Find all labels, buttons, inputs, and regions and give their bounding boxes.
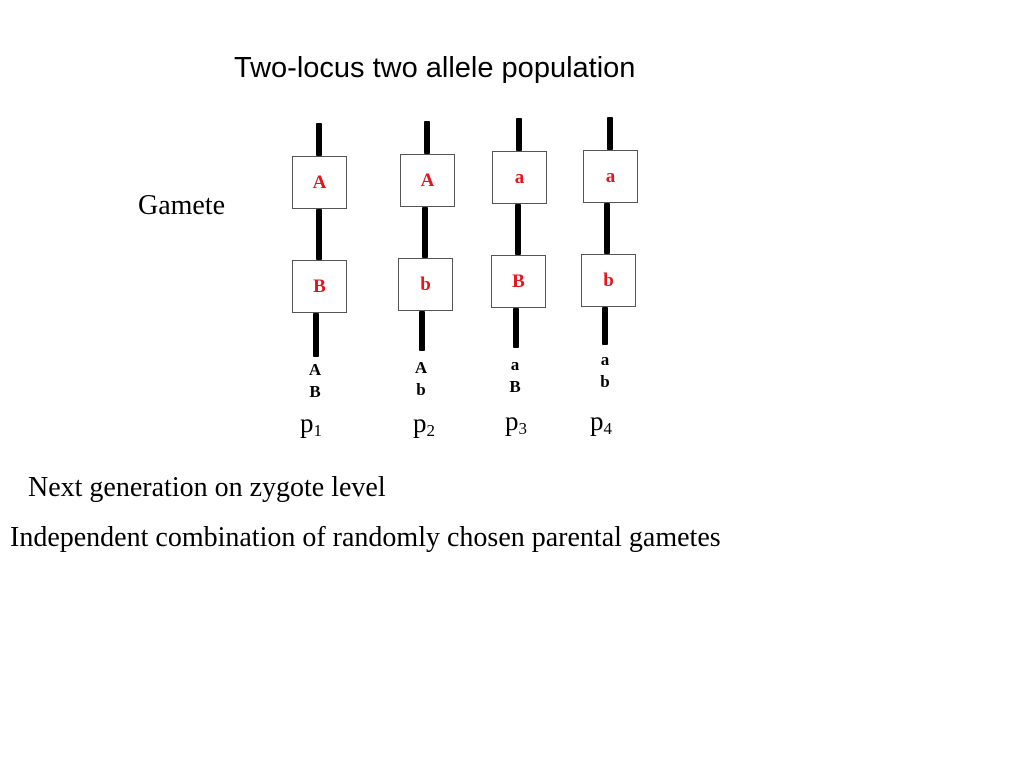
gamete-chromosome-2: A b A b xyxy=(398,121,470,431)
gamete-genotype-label: a B xyxy=(500,354,530,398)
gamete-genotype-label: A B xyxy=(300,359,330,403)
next-generation-text: Next generation on zygote level xyxy=(28,472,386,503)
chromosome-stalk xyxy=(419,311,425,351)
allele-bottom: b xyxy=(420,273,431,295)
slide-title: Two-locus two allele population xyxy=(234,52,636,84)
gamete-chromosome-4: a b a b xyxy=(581,117,653,427)
gamete-label: Gamete xyxy=(138,190,226,221)
allele-bottom: b xyxy=(603,269,614,291)
allele-top: a xyxy=(605,165,616,187)
chromosome-stalk xyxy=(513,308,519,348)
genotype-line-2: b xyxy=(416,380,426,399)
freq-symbol: p xyxy=(590,406,604,436)
gamete-frequency-p3: p3 xyxy=(505,406,527,439)
genotype-line-1: A xyxy=(308,360,322,379)
genotype-line-2: B xyxy=(509,377,521,396)
freq-index: 3 xyxy=(518,419,528,438)
freq-symbol: p xyxy=(300,408,314,438)
independent-combination-text: Independent combination of randomly chos… xyxy=(10,522,721,553)
genotype-line-1: A xyxy=(414,358,428,377)
gamete-frequency-p1: p1 xyxy=(300,408,322,441)
genotype-line-1: a xyxy=(600,350,610,369)
genotype-line-1: a xyxy=(510,355,520,374)
gamete-genotype-label: a b xyxy=(590,349,620,393)
locus-box-bottom: b xyxy=(581,254,636,307)
locus-box-top: a xyxy=(492,151,547,204)
chromosome-stalk xyxy=(316,123,322,156)
chromosome-stalk xyxy=(515,204,521,255)
locus-box-top: A xyxy=(292,156,347,209)
allele-bottom: B xyxy=(313,275,326,297)
locus-box-top: a xyxy=(583,150,638,203)
allele-bottom: B xyxy=(512,270,525,292)
allele-top: A xyxy=(420,169,435,191)
chromosome-stalk xyxy=(316,209,322,260)
chromosome-stalk xyxy=(313,313,319,357)
gamete-chromosome-3: a B a B xyxy=(491,118,562,428)
gamete-genotype-label: A b xyxy=(406,357,436,401)
chromosome-stalk xyxy=(604,203,610,254)
chromosome-stalk xyxy=(422,207,428,258)
locus-box-bottom: B xyxy=(491,255,546,308)
chromosome-stalk xyxy=(607,117,613,150)
locus-box-bottom: b xyxy=(398,258,453,311)
allele-top: a xyxy=(514,166,525,188)
gamete-chromosome-1: A B A B xyxy=(292,123,362,433)
freq-symbol: p xyxy=(413,408,427,438)
freq-index: 1 xyxy=(313,421,323,440)
chromosome-stalk xyxy=(424,121,430,154)
freq-index: 4 xyxy=(603,419,613,438)
locus-box-bottom: B xyxy=(292,260,347,313)
chromosome-stalk xyxy=(602,307,608,345)
allele-top: A xyxy=(312,171,327,193)
freq-symbol: p xyxy=(505,406,519,436)
genotype-line-2: b xyxy=(600,372,610,391)
chromosome-stalk xyxy=(516,118,522,151)
gamete-frequency-p2: p2 xyxy=(413,408,435,441)
genotype-line-2: B xyxy=(309,382,321,401)
locus-box-top: A xyxy=(400,154,455,207)
gamete-frequency-p4: p4 xyxy=(590,406,612,439)
freq-index: 2 xyxy=(426,421,436,440)
